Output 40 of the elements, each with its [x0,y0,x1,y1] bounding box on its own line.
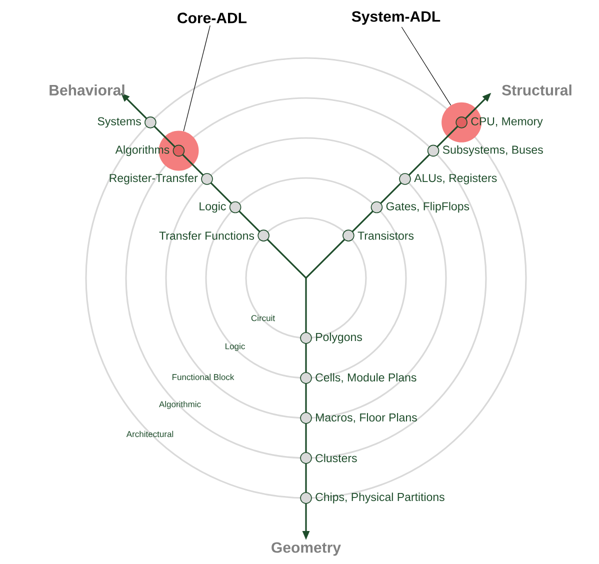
dot-label: Transistors [358,231,414,240]
dot [300,372,312,384]
dot [229,201,242,214]
level-label: Logic [226,343,245,351]
axis-label: Behavioral [50,84,124,96]
dot [342,230,354,242]
dot-label: ALUs, Registers [414,174,497,184]
dot-label: Logic [200,202,226,213]
dot-label: Subsystems, Buses [442,145,543,156]
dot [300,452,312,464]
title-text: System-ADL [352,11,440,25]
axis-label: Geometry [272,542,341,556]
dot [456,116,468,128]
level-label: Functional Block [172,374,234,380]
level-label: Algorithmic [159,401,201,409]
dot [300,332,312,344]
level-label: Circuit [251,314,275,322]
dot-label: Polygons [316,332,362,344]
dot [144,116,156,128]
title-text: Core-ADL [178,12,247,24]
level-label: Architectural [126,430,174,438]
dot [427,144,440,157]
axis-label: Structural [502,84,572,96]
leader-line [401,26,452,106]
dot-label: Chips, Physical Partitions [316,492,444,504]
dot-label: Macros, Floor Plans [316,413,417,423]
dot-label: Cells, Module Plans [316,373,416,383]
dot [300,412,312,424]
dot-label: Transfer Functions [159,231,254,240]
leader-line [183,25,210,132]
dot [300,492,312,504]
dot [258,230,270,242]
dot-label: Systems [98,117,141,128]
dot [370,201,383,214]
dot [399,173,411,185]
dot [201,173,213,185]
dot [172,144,185,157]
dot-label: Gates, FlipFlops [386,202,470,213]
dot-label: Register-Transfer [110,174,198,184]
dot-label: Clusters [316,454,357,462]
